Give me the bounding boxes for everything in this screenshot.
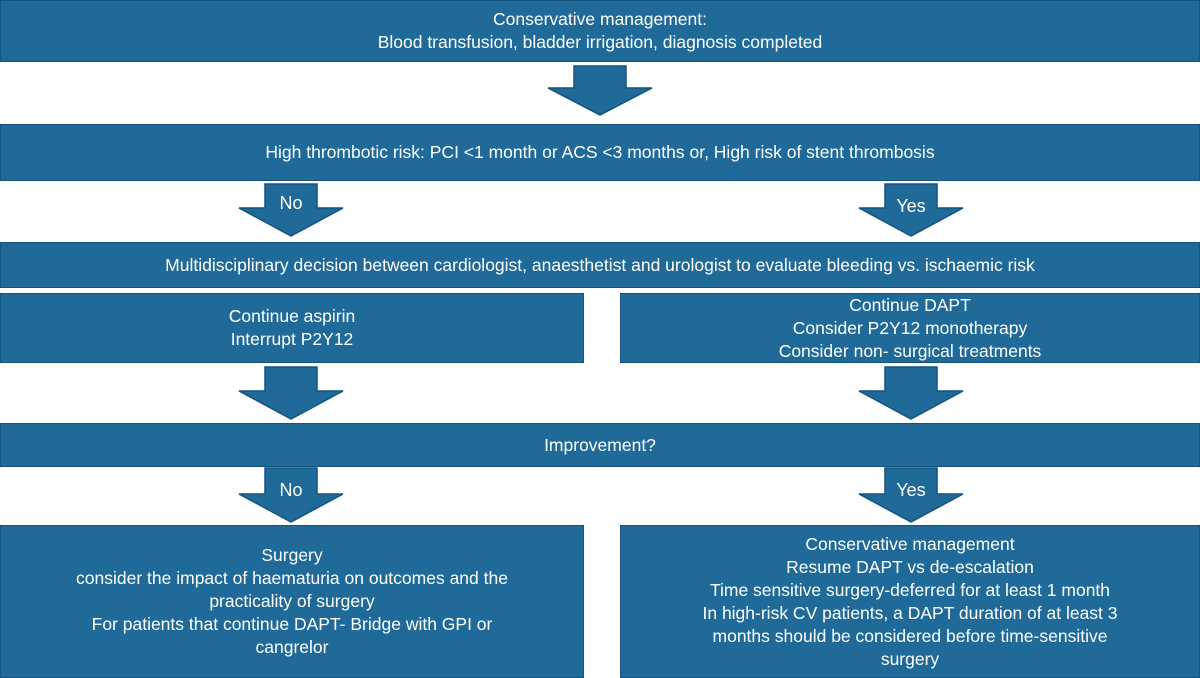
conservative-line: Resume DAPT vs de-escalation [786, 556, 1034, 577]
improvement-box: Improvement? [0, 423, 1200, 467]
arrow-down-yes-risk [858, 183, 964, 237]
conservative-line: Conservative management [805, 533, 1015, 554]
conservative-management-top-box: Conservative management: Blood transfusi… [0, 0, 1200, 62]
conservative-line: In high-risk CV patients, a DAPT duratio… [702, 602, 1118, 623]
conservative-management-box: Conservative management Resume DAPT vs d… [620, 525, 1200, 678]
thrombotic-risk-box: High thrombotic risk: PCI <1 month or AC… [0, 124, 1200, 181]
left-therapy-line: Continue aspirin [228, 306, 356, 326]
risk-yes-label: Yes [896, 196, 926, 216]
right-therapy-line: Consider non- surgical treatments [778, 340, 1042, 361]
arrow-down-no-improvement [238, 467, 344, 523]
right-therapy-line: Consider P2Y12 monotherapy [792, 317, 1028, 338]
multidisciplinary-decision-text: Multidisciplinary decision between cardi… [165, 254, 1035, 275]
surgery-line: consider the impact of haematuria on out… [76, 568, 508, 588]
top-box-line-2: Blood transfusion, bladder irrigation, d… [377, 32, 823, 52]
improvement-no-label: No [279, 480, 303, 500]
improvement-text: Improvement? [544, 434, 656, 455]
surgery-box: Surgery consider the impact of haematuri… [0, 525, 584, 678]
left-therapy-line: Interrupt P2Y12 [230, 329, 354, 349]
arrow-down-left-therapy [238, 366, 344, 420]
surgery-line: Surgery [261, 545, 323, 565]
risk-no-label: No [279, 193, 303, 213]
surgery-line: practicality of surgery [209, 591, 375, 611]
arrow-down-yes-improvement [858, 467, 964, 523]
arrow-down-right-therapy [858, 366, 964, 420]
arrow-down-center [547, 65, 653, 116]
continue-dapt-box: Continue DAPT Consider P2Y12 monotherapy… [620, 293, 1200, 363]
surgery-line: For patients that continue DAPT- Bridge … [91, 614, 493, 634]
conservative-line: surgery [880, 648, 940, 669]
surgery-line: cangrelor [255, 637, 329, 657]
continue-aspirin-box: Continue aspirin Interrupt P2Y12 [0, 293, 584, 363]
top-box-line-1: Conservative management: [493, 9, 707, 29]
conservative-line: Time sensitive surgery-deferred for at l… [709, 579, 1111, 600]
thrombotic-risk-text: High thrombotic risk: PCI <1 month or AC… [265, 142, 935, 162]
right-therapy-line: Continue DAPT [849, 294, 971, 315]
arrow-down-no-risk [238, 183, 344, 237]
improvement-yes-label: Yes [896, 480, 926, 500]
multidisciplinary-decision-box: Multidisciplinary decision between cardi… [0, 242, 1200, 288]
conservative-line: months should be considered before time-… [712, 625, 1108, 646]
